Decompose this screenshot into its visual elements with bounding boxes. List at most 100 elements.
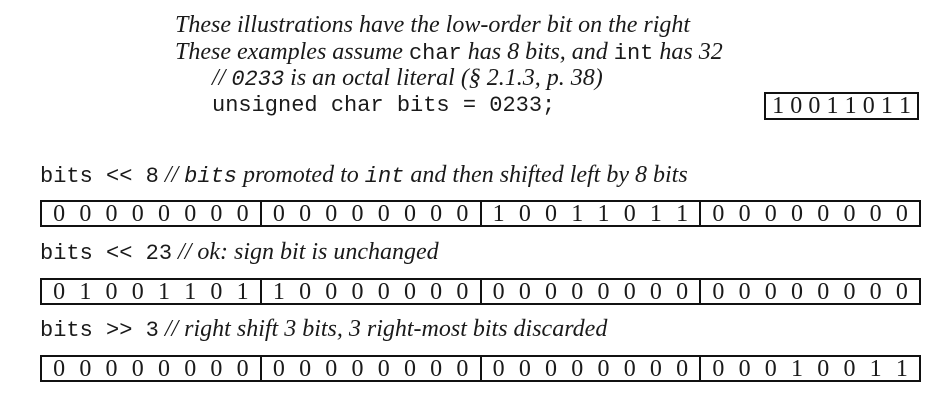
bit: 0 [236, 355, 249, 382]
bit: 0 [862, 93, 875, 119]
declaration-comment: // 0233 is an octal literal (§ 2.1.3, p.… [212, 66, 603, 91]
bit: 0 [377, 200, 390, 227]
bit: 0 [403, 355, 416, 382]
bit: 0 [236, 200, 249, 227]
intro-text: These examples assume [175, 39, 409, 65]
bit: 0 [351, 355, 364, 382]
comment-slashes: // [212, 65, 226, 91]
bit: 0 [518, 200, 531, 227]
bit: 1 [571, 200, 584, 227]
bit: 0 [817, 200, 830, 227]
bit: 0 [131, 278, 144, 305]
comment-text: promoted to [236, 162, 365, 188]
bit: 0 [403, 200, 416, 227]
intro-line-2: These examples assume char has 8 bits, a… [175, 40, 723, 65]
bit: 0 [299, 200, 312, 227]
bit: 1 [157, 278, 170, 305]
bit: 0 [791, 278, 804, 305]
bit: 0 [157, 200, 170, 227]
bit: 0 [456, 278, 469, 305]
bit: 1 [649, 200, 662, 227]
bit: 0 [430, 278, 443, 305]
intro-line-1: These illustrations have the low-order b… [175, 12, 691, 38]
bit: 0 [712, 278, 725, 305]
bit: 0 [325, 200, 338, 227]
bit: 0 [597, 355, 610, 382]
comment-slashes: // [164, 316, 179, 342]
comment-ident: bits [184, 164, 237, 189]
bit: 0 [184, 200, 197, 227]
bit: 0 [649, 278, 662, 305]
bit: 1 [492, 200, 505, 227]
bit: 0 [571, 278, 584, 305]
bit: 0 [712, 355, 725, 382]
comment-text: ok: sign bit is unchanged [191, 239, 439, 265]
declaration-byte-box: 1 0 0 1 1 0 1 1 [764, 92, 919, 120]
example-3-caption: bits >> 3 // right shift 3 bits, 3 right… [40, 317, 607, 342]
bit: 0 [299, 355, 312, 382]
intro-text: has 8 bits, and [461, 39, 614, 65]
intro-text: has 32 [653, 39, 723, 65]
bit: 0 [325, 278, 338, 305]
bit: 0 [545, 355, 558, 382]
bit: 1 [597, 200, 610, 227]
bit: 0 [738, 200, 751, 227]
bit: 0 [676, 278, 689, 305]
bit: 0 [843, 278, 856, 305]
bit: 0 [597, 278, 610, 305]
bit: 0 [430, 200, 443, 227]
intro-code-char: char [408, 41, 462, 66]
bit: 0 [764, 278, 777, 305]
bit: 1 [184, 278, 197, 305]
bit: 0 [623, 200, 636, 227]
bit: 1 [869, 355, 882, 382]
bit: 0 [492, 355, 505, 382]
bit: 1 [236, 278, 249, 305]
bit: 0 [790, 93, 803, 119]
bit: 0 [843, 355, 856, 382]
bit: 0 [869, 200, 882, 227]
bit: 0 [676, 355, 689, 382]
bit: 0 [649, 355, 662, 382]
bit: 0 [210, 355, 223, 382]
bit: 0 [105, 355, 118, 382]
bit: 0 [518, 278, 531, 305]
bit: 0 [456, 355, 469, 382]
bit: 0 [351, 278, 364, 305]
bit: 0 [403, 278, 416, 305]
bit: 0 [377, 278, 390, 305]
bit: 0 [105, 278, 118, 305]
intro-code-int: int [613, 41, 654, 66]
bit: 0 [764, 200, 777, 227]
bit: 0 [377, 355, 390, 382]
bit: 0 [210, 278, 223, 305]
bit: 0 [817, 355, 830, 382]
bit: 0 [791, 200, 804, 227]
bit: 0 [351, 200, 364, 227]
bit: 1 [676, 200, 689, 227]
example-code: bits << 23 [40, 241, 173, 266]
bit: 0 [272, 355, 285, 382]
bit: 0 [131, 355, 144, 382]
bit: 0 [817, 278, 830, 305]
bit: 1 [898, 93, 911, 119]
comment-text: right shift 3 bits, 3 right-most bits di… [178, 316, 608, 342]
bit: 1 [826, 93, 839, 119]
bit: 0 [53, 355, 66, 382]
bit: 0 [131, 200, 144, 227]
example-code: bits << 8 [40, 164, 159, 189]
comment-text: is an octal literal (§ 2.1.3, p. 38) [284, 65, 603, 91]
example-1-caption: bits << 8 // bits promoted to int and th… [40, 163, 688, 188]
